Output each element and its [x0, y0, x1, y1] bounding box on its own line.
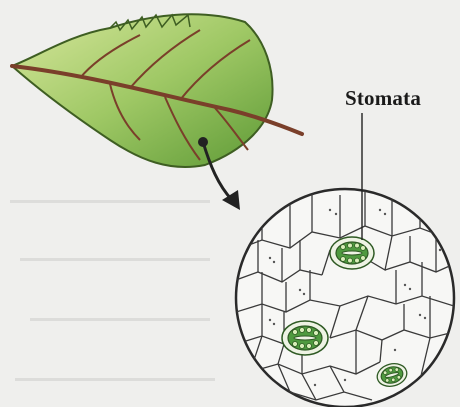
magnified-epidermis [236, 113, 454, 407]
stoma-left [282, 321, 328, 355]
stomata-label: Stomata [323, 86, 443, 111]
leaf-illustration [12, 14, 302, 167]
stoma-top [330, 237, 374, 269]
background-texture [10, 200, 215, 381]
